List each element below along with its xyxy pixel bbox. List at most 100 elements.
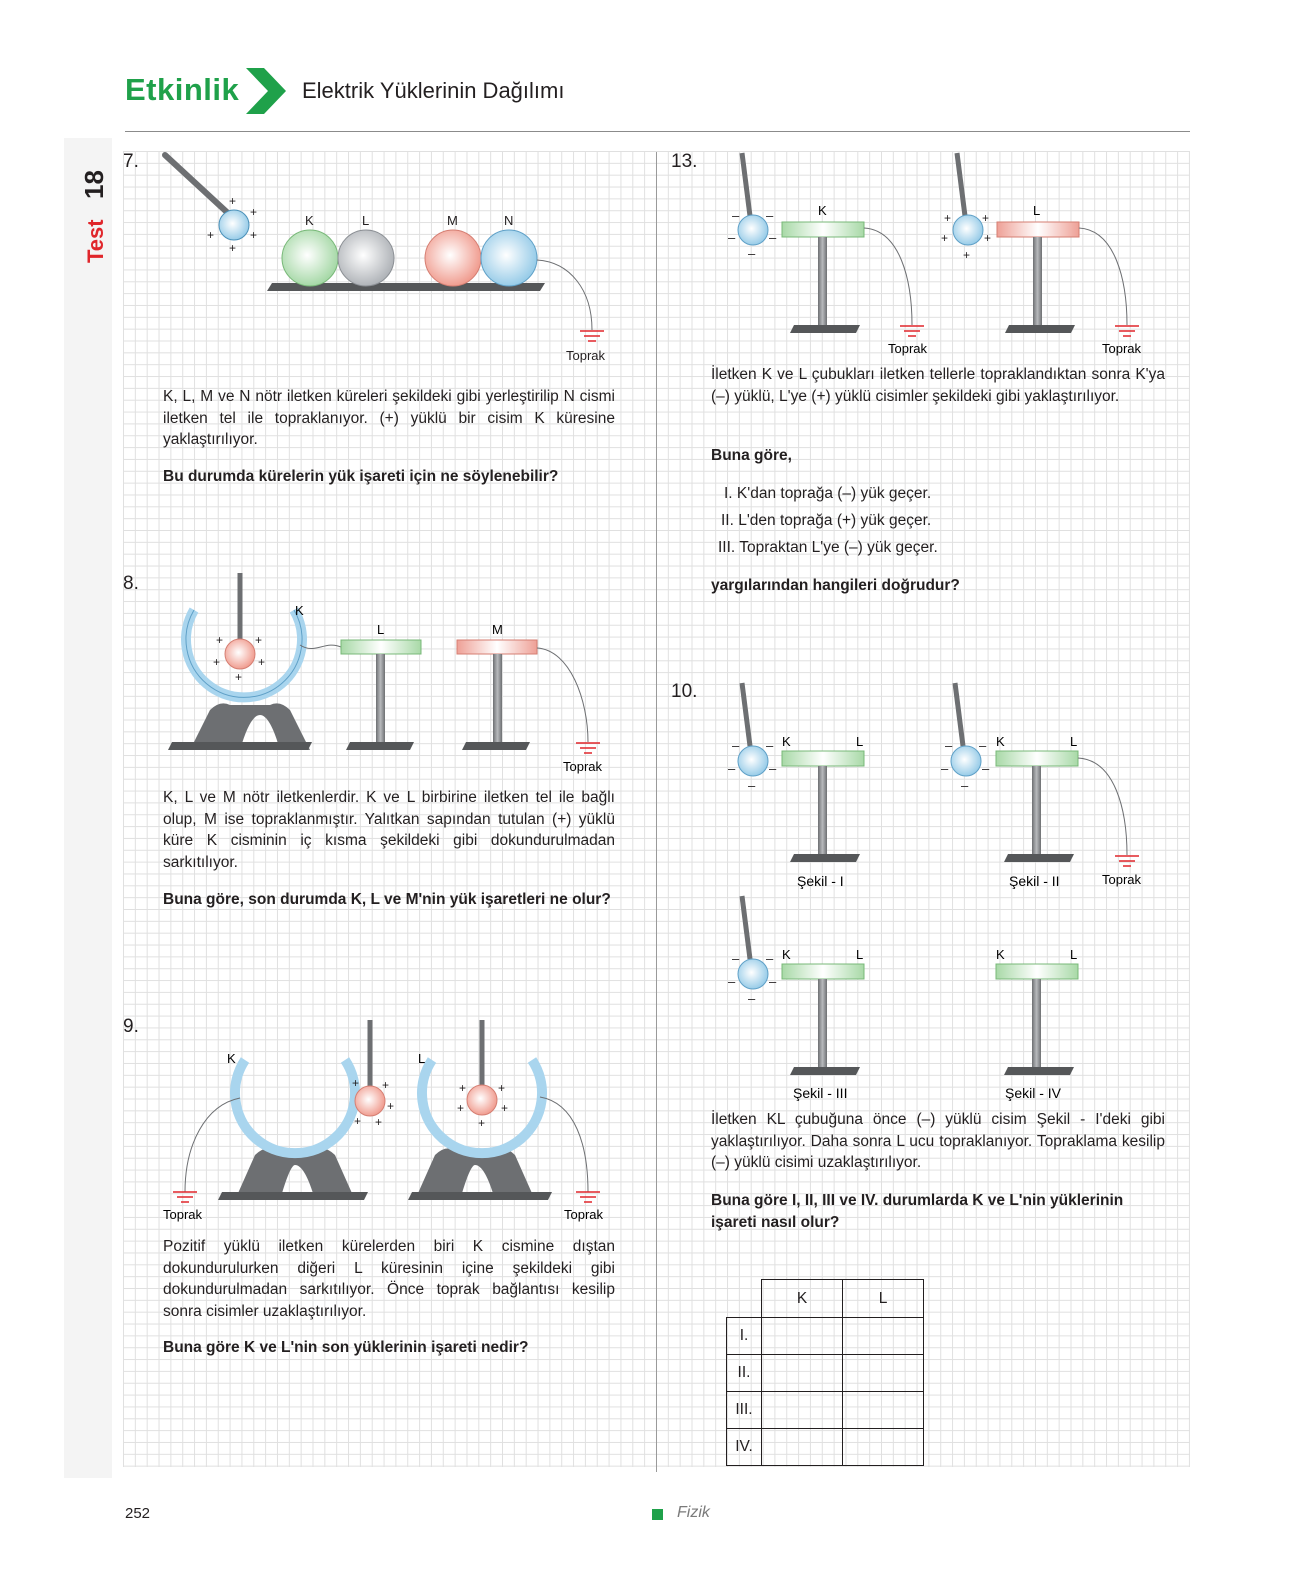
stand-K	[190, 703, 310, 750]
svg-text:–: –	[728, 761, 736, 776]
answer-cell[interactable]	[842, 1317, 924, 1355]
sphere-K	[281, 229, 339, 287]
ground-icon	[1115, 325, 1139, 337]
answer-cell[interactable]	[761, 1428, 843, 1466]
q7-question: Bu durumda kürelerin yük işareti için ne…	[163, 468, 559, 485]
answer-cell[interactable]	[842, 1428, 924, 1466]
page-title: Etkinlik	[125, 72, 240, 107]
q13-number: 13.	[671, 151, 698, 172]
positive-sphere	[952, 214, 984, 246]
svg-text:–: –	[769, 974, 777, 989]
answer-cell[interactable]	[761, 1391, 843, 1429]
svg-text:+: +	[941, 231, 948, 245]
page-number: 252	[125, 1505, 151, 1522]
q8-number: 8.	[123, 573, 139, 594]
svg-text:+: +	[258, 655, 265, 669]
rod-L	[340, 639, 422, 655]
svg-text:L: L	[1070, 947, 1077, 962]
label-L: L	[362, 213, 369, 228]
svg-text:+: +	[478, 1116, 485, 1130]
q8-figure: ++ ++ + K L M Toprak	[168, 573, 603, 774]
svg-text:+: +	[213, 655, 220, 669]
charged-sphere	[224, 638, 256, 670]
svg-text:+: +	[982, 211, 989, 225]
svg-text:+: +	[382, 1078, 389, 1092]
svg-text:+: +	[352, 1076, 359, 1090]
hollow-sphere-K	[230, 1057, 360, 1159]
column-divider	[656, 152, 657, 1472]
svg-text:+: +	[255, 633, 262, 647]
svg-text:K: K	[782, 734, 791, 749]
connecting-wire	[299, 644, 342, 650]
svg-text:+: +	[235, 670, 242, 684]
svg-text:+: +	[457, 1101, 464, 1115]
q10-question: Buna göre I, II, III ve IV. durumlarda K…	[711, 1192, 1124, 1231]
svg-text:L: L	[1070, 734, 1077, 749]
rod-L	[996, 221, 1080, 238]
svg-text:+: +	[984, 231, 991, 245]
svg-text:–: –	[748, 991, 756, 1006]
subject-label: Fizik	[677, 1504, 710, 1521]
svg-text:+: +	[216, 633, 223, 647]
ground-icon	[576, 742, 600, 754]
svg-text:–: –	[732, 951, 740, 966]
svg-text:K: K	[818, 203, 827, 218]
label-M: M	[492, 622, 503, 637]
ground-wire	[536, 259, 593, 331]
svg-text:+: +	[498, 1081, 505, 1095]
answer-cell[interactable]	[842, 1391, 924, 1429]
ground-icon	[576, 1191, 600, 1203]
answer-cell[interactable]	[842, 1354, 924, 1392]
svg-text:+: +	[207, 228, 214, 242]
svg-text:–: –	[748, 246, 756, 261]
q13-item-1: I. K'dan toprağa (–) yük geçer.	[724, 485, 932, 502]
svg-text:+: +	[354, 1114, 361, 1128]
q13-item-2: II. L'den toprağa (+) yük geçer.	[721, 512, 932, 529]
svg-text:+: +	[229, 241, 236, 255]
svg-text:+: +	[229, 194, 236, 208]
svg-text:+: +	[250, 228, 257, 242]
stand-L	[415, 1148, 535, 1200]
stand-K	[235, 1148, 355, 1200]
svg-text:–: –	[732, 738, 740, 753]
plus-charges: ++ ++ +	[207, 194, 257, 255]
svg-text:–: –	[941, 761, 949, 776]
side-tab-number: 18	[79, 170, 108, 199]
table-header-K: K	[761, 1279, 843, 1318]
svg-text:–: –	[945, 738, 953, 753]
page-subtitle: Elektrik Yüklerinin Dağılımı	[302, 78, 565, 103]
side-strip	[64, 138, 112, 1478]
answer-cell[interactable]	[761, 1317, 843, 1355]
svg-text:+: +	[501, 1101, 508, 1115]
svg-text:–: –	[769, 230, 777, 245]
svg-text:L: L	[856, 947, 863, 962]
svg-text:+: +	[963, 248, 970, 262]
table-row: IV.	[726, 1428, 924, 1466]
sekil-1-label: Şekil - I	[797, 873, 844, 889]
label-K: K	[227, 1051, 236, 1066]
svg-text:K: K	[996, 734, 1005, 749]
row-label: III.	[726, 1391, 762, 1429]
label-K: K	[305, 213, 314, 228]
q13-items: I. K'dan toprağa (–) yük geçer. II. L'de…	[718, 480, 938, 561]
charged-sphere-1	[354, 1085, 386, 1117]
svg-text:L: L	[856, 734, 863, 749]
svg-text:–: –	[979, 738, 987, 753]
q9-figure: K Toprak ++ ++ + L ++ ++ + Toprak	[163, 1020, 604, 1222]
ground-icon	[580, 330, 604, 342]
svg-text:–: –	[728, 974, 736, 989]
subject-square-icon	[652, 1509, 663, 1520]
svg-text:–: –	[766, 951, 774, 966]
q13-item-3: III. Topraktan L'ye (–) yük geçer.	[718, 539, 938, 556]
q7-text: K, L, M ve N nötr iletken küreleri şekil…	[163, 388, 615, 448]
rod-M	[456, 639, 538, 655]
answer-cell[interactable]	[761, 1354, 843, 1392]
table-row: II.	[726, 1354, 924, 1392]
q13-text: İletken K ve L çubukları iletken tellerl…	[711, 366, 1165, 405]
table-header-L: L	[842, 1279, 924, 1318]
sekil-1: –– –– – K L Şekil - I	[728, 682, 865, 889]
sekil-3-label: Şekil - III	[793, 1085, 847, 1101]
svg-text:+: +	[387, 1099, 394, 1113]
svg-text:Toprak: Toprak	[1102, 872, 1142, 887]
svg-text:–: –	[961, 778, 969, 793]
